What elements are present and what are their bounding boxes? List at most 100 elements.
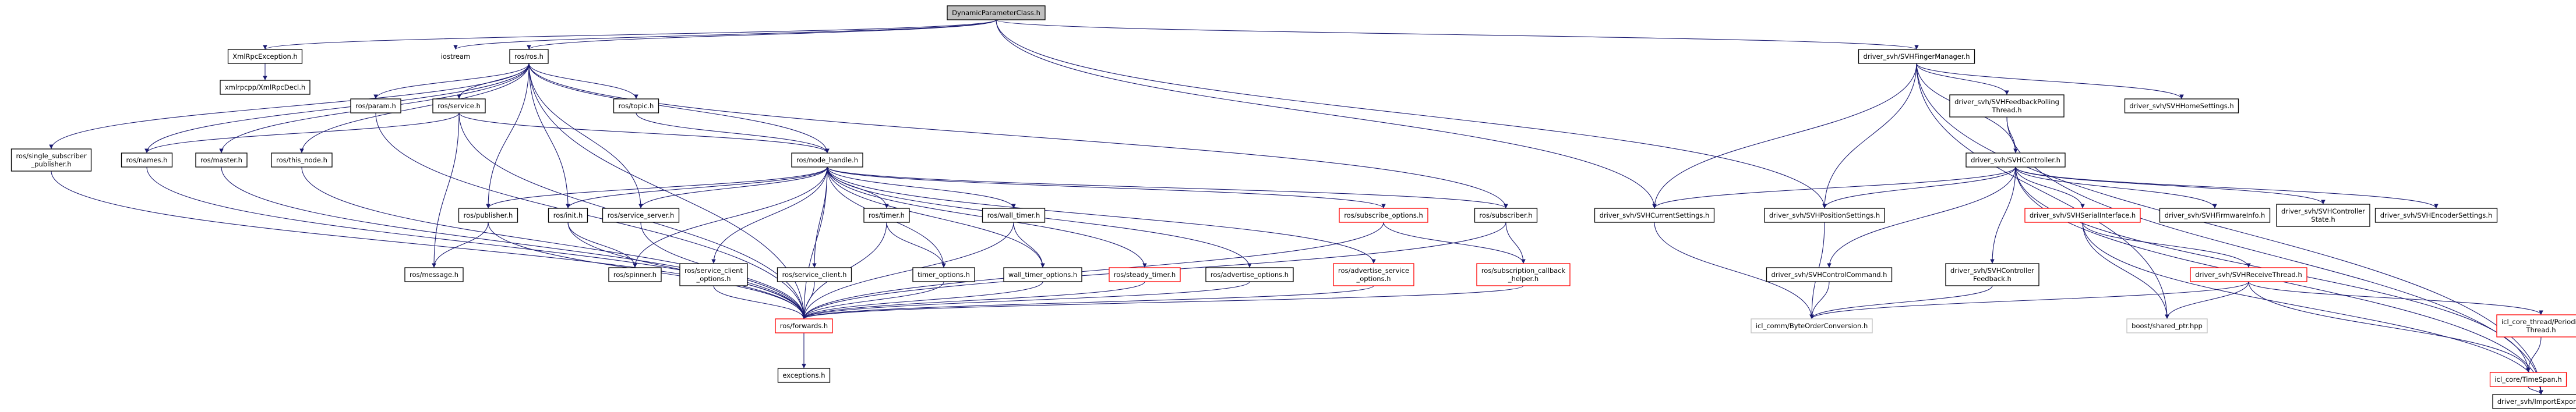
edge-nodehandle-to-walltimer — [827, 166, 1016, 209]
graph-node-timeropt[interactable]: timer_options.h — [912, 267, 975, 282]
edge-serialif-to-sharedptr — [2082, 222, 2169, 319]
node-label: ros/single_subscriber — [16, 152, 86, 160]
graph-node-forwards[interactable]: ros/forwards.h — [775, 318, 833, 333]
graph-node-walltimeropt[interactable]: wall_timer_options.h — [1003, 267, 1082, 282]
node-label: driver_svh/SVHController — [1950, 267, 2034, 275]
graph-node-steadytimer[interactable]: ros/steady_timer.h — [1109, 267, 1181, 282]
graph-node-timespan[interactable]: icl_core/TimeSpan.h — [2489, 372, 2567, 387]
node-box — [912, 267, 975, 282]
graph-node-init[interactable]: ros/init.h — [548, 208, 588, 223]
graph-node-topic[interactable]: ros/topic.h — [613, 98, 659, 113]
edge-nodehandle-to-subscriber — [827, 166, 1508, 209]
node-box — [947, 5, 1046, 20]
edge-service-to-message — [432, 112, 460, 268]
graph-node-bytecvt[interactable]: icl_comm/ByteOrderConversion.h — [1751, 318, 1873, 333]
edge-controller-to-firmware — [2015, 166, 2217, 209]
edge-advopt-to-forwards — [802, 281, 1250, 319]
graph-node-homesettings[interactable]: driver_svh/SVHHomeSettings.h — [2124, 98, 2239, 113]
graph-node-names[interactable]: ros/names.h — [121, 152, 173, 168]
edge-service-to-names — [144, 112, 460, 154]
graph-node-timer[interactable]: ros/timer.h — [863, 208, 910, 223]
node-label: xmlrpcpp/XmlRpcDecl.h — [225, 83, 305, 91]
graph-node-singlesub[interactable]: ros/single_subscriber_publisher.h — [10, 148, 92, 172]
node-label: ros/message.h — [410, 271, 458, 279]
graph-node-sharedptr[interactable]: boost/shared_ptr.hpp — [2126, 318, 2208, 333]
edge-fingermgr-to-sharedptr — [1916, 63, 2169, 319]
graph-node-subscriber[interactable]: ros/subscriber.h — [1474, 208, 1538, 223]
edge-root-to-fingermgr — [996, 19, 1919, 50]
graph-node-advsvcopt[interactable]: ros/advertise_service_options.h — [1333, 263, 1414, 286]
graph-node-root[interactable]: DynamicParameterClass.h — [947, 5, 1046, 20]
graph-node-message[interactable]: ros/message.h — [404, 267, 464, 282]
graph-node-publisher[interactable]: ros/publisher.h — [458, 208, 518, 223]
graph-node-master[interactable]: ros/master.h — [195, 152, 248, 168]
graph-node-importexport[interactable]: driver_svh/ImportExport.h — [2492, 394, 2576, 409]
graph-node-encoder[interactable]: driver_svh/SVHEncoderSettings.h — [2374, 208, 2498, 223]
graph-node-subcb[interactable]: ros/subscription_callback_helper.h — [1476, 263, 1571, 286]
graph-node-thisnode[interactable]: ros/this_node.h — [271, 152, 333, 168]
graph-node-subopt[interactable]: ros/subscribe_options.h — [1339, 208, 1428, 223]
node-box — [602, 208, 680, 223]
node-label: ros/topic.h — [619, 102, 654, 110]
graph-node-positionsettings[interactable]: driver_svh/SVHPositionSettings.h — [1764, 208, 1885, 223]
node-box — [2159, 208, 2271, 223]
node-label: Thread.h — [1991, 106, 2021, 114]
graph-node-controller[interactable]: driver_svh/SVHController.h — [1965, 152, 2066, 168]
graph-node-serialif[interactable]: driver_svh/SVHSerialInterface.h — [2024, 208, 2141, 223]
graph-node-service[interactable]: ros/service.h — [432, 98, 486, 113]
edge-rosros-to-nodehandle — [528, 63, 830, 154]
graph-node-firmware[interactable]: driver_svh/SVHFirmwareInfo.h — [2159, 208, 2271, 223]
edge-root-to-rosros — [527, 19, 997, 50]
edge-ctrlfeedback-to-bytecvt — [1809, 285, 1993, 319]
node-box — [1764, 208, 1885, 223]
node-label: ros/wall_timer.h — [987, 211, 1040, 219]
graph-node-svcclientopt[interactable]: ros/service_client_options.h — [679, 263, 748, 286]
graph-node-receivethread[interactable]: driver_svh/SVHReceiveThread.h — [2190, 267, 2307, 282]
edge-rosros-to-publisher — [486, 63, 530, 209]
node-label: driver_svh/ImportExport.h — [2497, 397, 2576, 406]
edge-rosros-to-service — [457, 63, 530, 100]
node-label: ros/node_handle.h — [796, 156, 858, 164]
node-label: driver_svh/SVHCurrentSettings.h — [1600, 211, 1710, 219]
node-label: timer_options.h — [918, 271, 970, 279]
graph-node-controlcmd[interactable]: driver_svh/SVHControlCommand.h — [1766, 267, 1893, 282]
graph-node-servicesrv[interactable]: ros/service_server.h — [602, 208, 680, 223]
edge-rosros-to-init — [528, 63, 570, 209]
node-label: ros/ros.h — [514, 52, 544, 61]
node-label: driver_svh/SVHControlCommand.h — [1772, 271, 1887, 279]
node-box — [608, 267, 662, 282]
graph-node-currentsettings[interactable]: driver_svh/SVHCurrentSettings.h — [1594, 208, 1715, 223]
node-box — [509, 49, 549, 64]
node-label: icl_core_thread/Periodic — [2501, 318, 2576, 326]
graph-node-xmlrpcdecl[interactable]: xmlrpcpp/XmlRpcDecl.h — [220, 80, 310, 95]
graph-node-advopt[interactable]: ros/advertise_options.h — [1205, 267, 1294, 282]
edge-receivethread-to-sharedptr — [2165, 281, 2249, 319]
edge-advsvcopt-to-forwards — [802, 285, 1374, 319]
graph-node-rosros[interactable]: ros/ros.h — [509, 49, 549, 64]
graph-node-exceptions[interactable]: exceptions.h — [777, 368, 831, 383]
graph-node-walltimer[interactable]: ros/wall_timer.h — [982, 208, 1046, 223]
node-box — [1205, 267, 1294, 282]
node-label: icl_core/TimeSpan.h — [2494, 375, 2561, 383]
graph-node-svcclient[interactable]: ros/service_client.h — [777, 267, 852, 282]
node-label: ros/forwards.h — [780, 322, 828, 330]
node-label: ros/subscription_callback — [1481, 267, 1566, 275]
node-box — [432, 98, 486, 113]
node-box — [863, 208, 910, 223]
graph-node-nodehandle[interactable]: ros/node_handle.h — [791, 152, 863, 168]
node-label: ros/service_client.h — [782, 271, 847, 279]
edge-periodic-to-timespan — [2526, 336, 2542, 373]
edge-subcb-to-forwards — [802, 285, 1524, 319]
graph-node-spinner[interactable]: ros/spinner.h — [608, 267, 662, 282]
edge-root-to-positionsettings — [996, 19, 1827, 209]
node-label: XmlRpcException.h — [232, 52, 297, 61]
edge-root-to-currentsettings — [996, 19, 1657, 209]
node-box — [458, 208, 518, 223]
graph-node-fingermgr[interactable]: driver_svh/SVHFingerManager.h — [1858, 49, 1975, 64]
graph-node-param[interactable]: ros/param.h — [350, 98, 401, 113]
graph-node-xmlrpcexc[interactable]: XmlRpcException.h — [227, 49, 303, 64]
